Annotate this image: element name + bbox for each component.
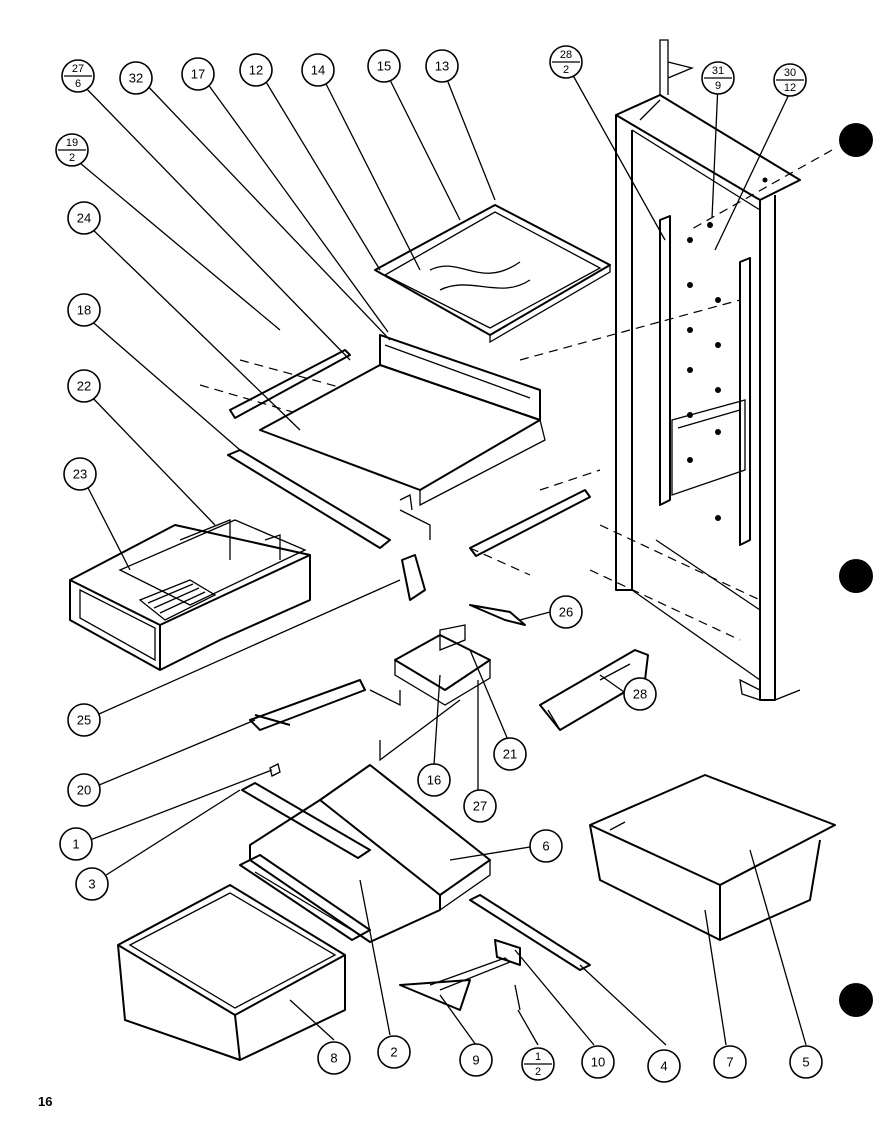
callout-label: 25 bbox=[77, 713, 91, 728]
callout-1: 1 bbox=[59, 827, 93, 861]
callouts: 27 6 32 17 12 14 15 13 28 bbox=[55, 45, 823, 1083]
callout-18: 18 bbox=[67, 293, 101, 327]
callout-9: 9 bbox=[459, 1043, 493, 1077]
meat-drawer bbox=[117, 884, 346, 1061]
callout-label: 20 bbox=[77, 783, 91, 798]
assembly-lines bbox=[199, 149, 833, 641]
callout-15: 15 bbox=[367, 49, 401, 83]
callout-16: 16 bbox=[417, 763, 451, 797]
callout-10: 10 bbox=[581, 1045, 615, 1079]
callout-label: 15 bbox=[377, 59, 391, 74]
callout-30-12: 30 12 bbox=[773, 63, 807, 97]
callout-label: 32 bbox=[129, 71, 143, 86]
callout-28-2: 28 2 bbox=[549, 45, 583, 79]
callout-label: 24 bbox=[77, 211, 91, 226]
cabinet-liner bbox=[615, 39, 801, 701]
callout-label: 28 bbox=[633, 687, 647, 702]
callout-8: 8 bbox=[317, 1041, 351, 1075]
callout-31-9: 31 9 bbox=[701, 61, 735, 95]
crisper-drawer bbox=[69, 519, 311, 671]
callout-label: 17 bbox=[191, 67, 205, 82]
callout-21: 21 bbox=[493, 737, 527, 771]
callout-label: 28 bbox=[560, 49, 572, 61]
callout-sub: 6 bbox=[75, 78, 81, 90]
rail-holes bbox=[687, 177, 768, 521]
utility-shelf bbox=[539, 649, 649, 731]
callout-label: 2 bbox=[390, 1045, 397, 1060]
callout-23: 23 bbox=[63, 457, 97, 491]
callout-28: 28 bbox=[623, 677, 657, 711]
callout-label: 4 bbox=[660, 1059, 667, 1074]
callout-label: 1 bbox=[72, 837, 79, 852]
callout-19-2: 19 2 bbox=[55, 133, 89, 167]
page-number: 16 bbox=[38, 1094, 53, 1109]
callout-label: 7 bbox=[726, 1055, 733, 1070]
callout-sub: 2 bbox=[563, 64, 569, 76]
callout-label: 8 bbox=[330, 1051, 337, 1066]
callout-label: 18 bbox=[77, 303, 91, 318]
small-parts bbox=[269, 763, 521, 1011]
callout-2: 2 bbox=[377, 1035, 411, 1069]
callout-label: 3 bbox=[88, 877, 95, 892]
callout-label: 31 bbox=[712, 65, 724, 77]
callout-25: 25 bbox=[67, 703, 101, 737]
callout-label: 1 bbox=[535, 1051, 541, 1063]
callout-label: 9 bbox=[472, 1053, 479, 1068]
callout-3: 3 bbox=[75, 867, 109, 901]
callout-22: 22 bbox=[67, 369, 101, 403]
callout-13: 13 bbox=[425, 49, 459, 83]
callout-label: 16 bbox=[427, 773, 441, 788]
callout-label: 30 bbox=[784, 67, 796, 79]
callout-7: 7 bbox=[713, 1045, 747, 1079]
callout-label: 12 bbox=[249, 63, 263, 78]
callout-label: 5 bbox=[802, 1055, 809, 1070]
callout-label: 27 bbox=[72, 63, 84, 75]
callout-5: 5 bbox=[789, 1045, 823, 1079]
callout-27-6: 27 6 bbox=[61, 59, 95, 93]
top-shelf bbox=[374, 204, 611, 344]
middle-shelf bbox=[227, 334, 591, 557]
callout-sub: 2 bbox=[69, 152, 75, 164]
crisper-cover bbox=[239, 699, 591, 971]
callout-26: 26 bbox=[549, 595, 583, 629]
callout-label: 19 bbox=[66, 137, 78, 149]
callout-label: 27 bbox=[473, 799, 487, 814]
callout-1-2: 1 2 bbox=[521, 1047, 555, 1081]
callout-label: 14 bbox=[311, 63, 325, 78]
callout-sub: 12 bbox=[784, 82, 796, 94]
callout-4: 4 bbox=[647, 1049, 681, 1083]
deli-drawer bbox=[589, 774, 836, 941]
callout-24: 24 bbox=[67, 201, 101, 235]
callout-sub: 2 bbox=[535, 1066, 541, 1078]
callout-label: 10 bbox=[591, 1055, 605, 1070]
callout-12: 12 bbox=[239, 53, 273, 87]
callout-label: 23 bbox=[73, 467, 87, 482]
callout-20: 20 bbox=[67, 773, 101, 807]
drawer-supports bbox=[249, 554, 526, 731]
callout-label: 21 bbox=[503, 747, 517, 762]
callout-27: 27 bbox=[463, 789, 497, 823]
callout-14: 14 bbox=[301, 53, 335, 87]
callout-32: 32 bbox=[119, 61, 153, 95]
callout-label: 13 bbox=[435, 59, 449, 74]
leader-lines bbox=[73, 69, 807, 1046]
callout-label: 22 bbox=[77, 379, 91, 394]
callout-6: 6 bbox=[529, 829, 563, 863]
callout-label: 26 bbox=[559, 605, 573, 620]
callout-17: 17 bbox=[181, 57, 215, 91]
callout-label: 6 bbox=[542, 839, 549, 854]
callout-sub: 9 bbox=[715, 80, 721, 92]
binder-holes bbox=[839, 123, 873, 1017]
